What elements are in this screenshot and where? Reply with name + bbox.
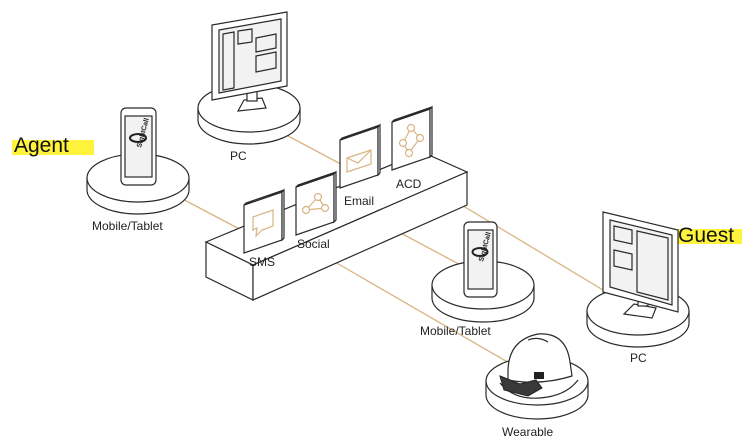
mobile-left-label: Mobile/Tablet	[92, 219, 163, 233]
network-icon	[301, 192, 330, 215]
channel-social: Social	[295, 170, 337, 251]
glasses-icon	[499, 375, 543, 397]
connector-mobile-mid	[394, 229, 471, 271]
wearable-node: Wearable	[485, 333, 589, 439]
platform-side	[252, 171, 468, 301]
connector-lines	[174, 119, 629, 376]
sms-label: SMS	[249, 255, 275, 269]
pc-right-node: PC	[586, 211, 690, 365]
email-label: Email	[344, 194, 374, 208]
social-label: Social	[297, 237, 330, 251]
connector-wearable	[334, 261, 531, 376]
channel-email: Email	[339, 123, 381, 208]
mobile-left-node: SightCall Mobile/Tablet	[86, 107, 190, 233]
pc-top-node: PC	[197, 11, 301, 163]
pc-right-label: PC	[630, 351, 647, 365]
guest-label: Guest	[678, 224, 734, 247]
phone-icon: SightCall	[463, 221, 498, 298]
sightcall-logo-icon	[471, 247, 489, 257]
agent-label: Agent	[14, 134, 69, 157]
wearable-label: Wearable	[502, 425, 553, 439]
mobile-mid-label: Mobile/Tablet	[420, 324, 491, 338]
acd-label: ACD	[396, 177, 422, 191]
pc-monitor-icon	[602, 211, 679, 319]
phone-icon: SightCall	[120, 107, 157, 186]
pc-monitor-icon	[211, 11, 288, 112]
sightcall-logo-icon	[129, 133, 147, 143]
chat-bubble-icon	[252, 209, 274, 238]
hardhat-icon	[499, 333, 579, 399]
camera-icon	[534, 372, 544, 379]
agent-highlight	[12, 140, 94, 155]
channel-acd: ACD	[391, 105, 433, 191]
pc-top-label: PC	[230, 149, 247, 163]
mobile-mid-node: SightCall Mobile/Tablet	[420, 221, 535, 338]
connector-pc-right	[439, 191, 629, 306]
channel-sms: SMS	[243, 188, 285, 269]
connector-mobile-left	[174, 194, 246, 233]
routing-icon	[398, 123, 425, 158]
envelope-icon	[346, 149, 372, 173]
guest-highlight	[668, 229, 742, 244]
